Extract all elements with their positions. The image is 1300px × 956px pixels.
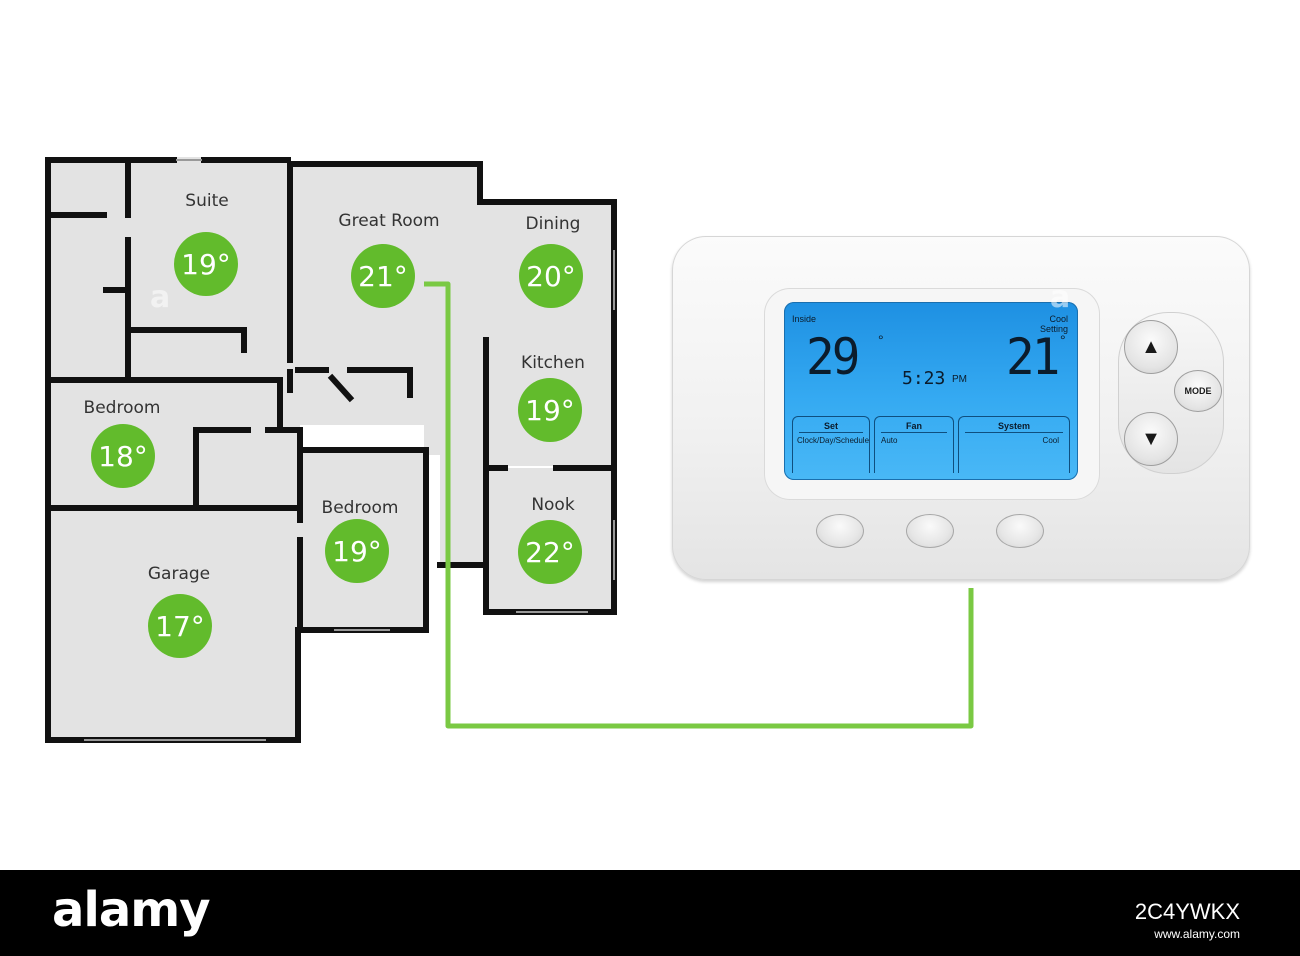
temp-badge-bedroom-center: 19° (325, 519, 389, 583)
watermark-site: www.alamy.com (1154, 927, 1240, 941)
softkey-button-center[interactable] (906, 514, 954, 548)
setting-label: Setting (1039, 324, 1068, 334)
panel-set: Set Clock/Day/Schedule (792, 416, 870, 473)
room-label-kitchen: Kitchen (521, 353, 585, 373)
up-arrow-button[interactable]: ▲ (1124, 320, 1178, 374)
walls (45, 157, 617, 743)
watermark-image-id: 2C4YWKX (1134, 899, 1240, 924)
watermark-mark: a (150, 280, 171, 315)
room-label-great-room: Great Room (338, 211, 440, 231)
clock-time: 5:23 (902, 368, 946, 389)
temp-badge-great-room: 21° (351, 244, 415, 308)
panel-system: System Cool (958, 416, 1070, 473)
room-label-garage: Garage (147, 564, 211, 584)
mode-button[interactable]: MODE (1174, 370, 1222, 412)
softkey-button-left[interactable] (816, 514, 864, 548)
room-label-suite: Suite (185, 191, 229, 211)
temp-badge-bedroom-left: 18° (91, 424, 155, 488)
panel-set-divider (799, 432, 863, 433)
inside-degree: ° (878, 332, 884, 348)
panel-system-divider (965, 432, 1063, 433)
setpoint-degree: ° (1060, 332, 1066, 348)
inside-temperature: 29 (806, 328, 860, 386)
thermostat: Inside Cool Setting 29 ° 5:23 PM 21 ° Se… (672, 236, 1250, 580)
room-label-bedroom-left: Bedroom (83, 398, 161, 418)
room-label-nook: Nook (531, 495, 575, 515)
temp-badge-garage: 17° (148, 594, 212, 658)
watermark-mark: a (1050, 280, 1071, 315)
panel-set-title: Set (823, 421, 838, 431)
panel-fan-title: Fan (905, 421, 922, 431)
down-arrow-button[interactable]: ▼ (1124, 412, 1178, 466)
panel-fan: Fan Auto (874, 416, 954, 473)
panel-system-value: Cool (1042, 436, 1059, 445)
softkey-button-right[interactable] (996, 514, 1044, 548)
temp-badge-kitchen: 19° (518, 378, 582, 442)
lcd-display: Inside Cool Setting 29 ° 5:23 PM 21 ° Se… (784, 302, 1078, 480)
inside-label: Inside (792, 314, 817, 324)
watermark-logo: alamy (52, 882, 211, 938)
panel-set-value: Clock/Day/Schedule (797, 436, 870, 445)
temp-badge-suite: 19° (174, 232, 238, 296)
setpoint-temperature: 21 (1006, 328, 1060, 386)
room-label-bedroom-center: Bedroom (321, 498, 399, 518)
temp-badge-dining: 20° (519, 244, 583, 308)
watermark-bar: alamy 2C4YWKX www.alamy.com (0, 870, 1300, 956)
panel-system-title: System (997, 421, 1031, 431)
temp-badge-nook: 22° (518, 520, 582, 584)
panel-fan-divider (881, 432, 947, 433)
illustration: Suite Great Room Dining Kitchen Bedroom … (45, 157, 1250, 743)
room-label-dining: Dining (525, 214, 581, 234)
clock-ampm: PM (952, 374, 967, 385)
cool-label: Cool (1049, 314, 1068, 324)
panel-fan-value: Auto (881, 436, 898, 445)
